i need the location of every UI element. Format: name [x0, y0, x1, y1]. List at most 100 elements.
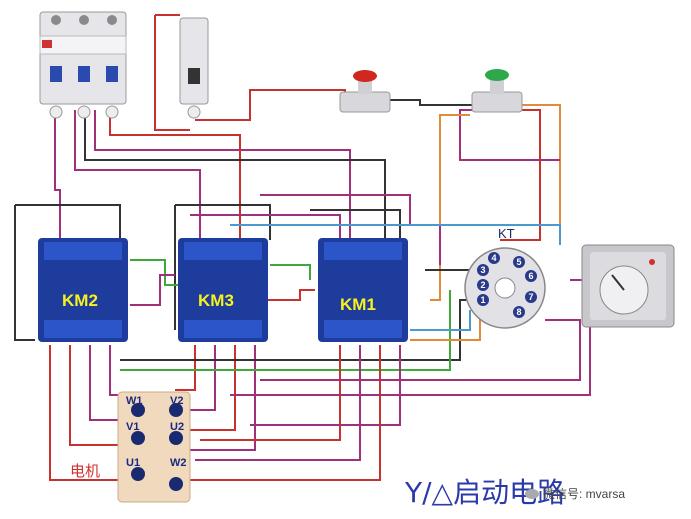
timer-pin-label: 5 — [516, 257, 521, 267]
wire — [15, 204, 121, 240]
breaker-label-plate — [39, 35, 127, 55]
start-button-icon — [471, 69, 523, 113]
contactor-terminal-bar — [324, 320, 402, 338]
breaker-body — [179, 17, 209, 105]
contactor-label: KM3 — [198, 291, 234, 310]
wire — [154, 15, 190, 131]
wire — [180, 345, 216, 411]
motor-label: 电机 — [70, 462, 100, 480]
wire — [84, 110, 386, 240]
motor-terminal-label: V1 — [126, 421, 139, 433]
contactor-body — [318, 238, 408, 342]
screw-terminal — [49, 105, 63, 119]
timer-pin — [488, 252, 500, 264]
timer-pin — [513, 306, 525, 318]
wire — [49, 345, 120, 481]
wire — [195, 345, 361, 461]
relay-indicator — [649, 259, 655, 265]
contactor-km2: KM2 — [38, 238, 128, 342]
circuit-breaker-1p-icon — [179, 17, 209, 119]
wire — [190, 214, 341, 240]
screw-terminal — [187, 105, 201, 119]
contactor-body — [178, 238, 268, 342]
wire — [94, 110, 351, 240]
motor-terminal-screw — [169, 403, 183, 417]
contactor-label: KM2 — [62, 291, 98, 310]
timer-pin — [477, 279, 489, 291]
wire — [54, 110, 61, 240]
wire — [310, 209, 401, 240]
motor-terminal-label: W1 — [126, 395, 143, 407]
motor-terminal-label: V2 — [170, 395, 183, 407]
timer-pin — [477, 294, 489, 306]
button-base — [471, 91, 523, 113]
contactor-terminal-bar — [324, 242, 402, 260]
wire — [265, 289, 315, 301]
timer-pin-label: 7 — [528, 292, 533, 302]
screw-terminal — [105, 105, 119, 119]
wire — [190, 345, 381, 481]
wire — [230, 224, 561, 245]
button-stem — [358, 80, 372, 94]
wire — [120, 290, 451, 371]
wire — [390, 99, 475, 106]
wire — [69, 345, 125, 446]
timer-relay-icon — [581, 244, 675, 328]
wire — [500, 109, 541, 241]
screw-terminal — [107, 15, 117, 25]
timer-pin — [525, 291, 537, 303]
wire — [200, 345, 341, 441]
timer-pin-label: 1 — [480, 295, 485, 305]
contactor-terminal-bar — [44, 242, 122, 260]
contactor-terminal-bar — [184, 320, 262, 338]
contactor-terminal-bar — [184, 242, 262, 260]
breaker-body — [39, 11, 127, 105]
breaker-logo — [42, 40, 52, 48]
button-stem — [490, 80, 504, 94]
timer-pin — [525, 270, 537, 282]
wire — [430, 114, 470, 301]
breaker-lever — [78, 66, 90, 82]
motor-terminal-label: W2 — [170, 457, 187, 469]
wire — [260, 319, 581, 381]
circuit-breaker-3p-icon — [39, 11, 127, 119]
contactor-label: KM1 — [340, 295, 376, 314]
motor-terminal-label: U1 — [126, 457, 140, 469]
motor-terminal-screw — [169, 431, 183, 445]
wire — [89, 345, 125, 421]
motor-terminal-screw — [131, 431, 145, 445]
wire — [130, 259, 180, 286]
motor-terminal-screw — [131, 467, 145, 481]
breaker-lever — [106, 66, 118, 82]
motor-terminal-label: U2 — [170, 421, 184, 433]
contactor-km1: KM1 — [318, 238, 408, 342]
wire — [410, 315, 481, 341]
timer-pin-label: 2 — [480, 280, 485, 290]
diagram-title: Y/△启动电路 — [404, 476, 565, 509]
timer-pin — [477, 264, 489, 276]
wire — [410, 310, 471, 331]
wire — [230, 279, 591, 396]
timer-socket-key — [494, 277, 516, 299]
motor-terminal-screw — [131, 403, 145, 417]
button-cap — [353, 70, 377, 82]
wire — [175, 204, 271, 240]
timer-label: KT — [498, 226, 515, 241]
timer-pin-label: 4 — [491, 253, 496, 263]
wechat-bubble — [525, 489, 539, 499]
wechat-logo-icon — [525, 489, 539, 499]
wire — [130, 274, 175, 306]
wire — [459, 109, 560, 161]
screw-terminal — [51, 15, 61, 25]
relay-dial-pointer — [611, 274, 625, 291]
wire — [195, 89, 346, 121]
timer-pin — [513, 256, 525, 268]
motor-terminal-screw — [169, 477, 183, 491]
wire — [185, 345, 236, 431]
wire — [109, 110, 241, 240]
